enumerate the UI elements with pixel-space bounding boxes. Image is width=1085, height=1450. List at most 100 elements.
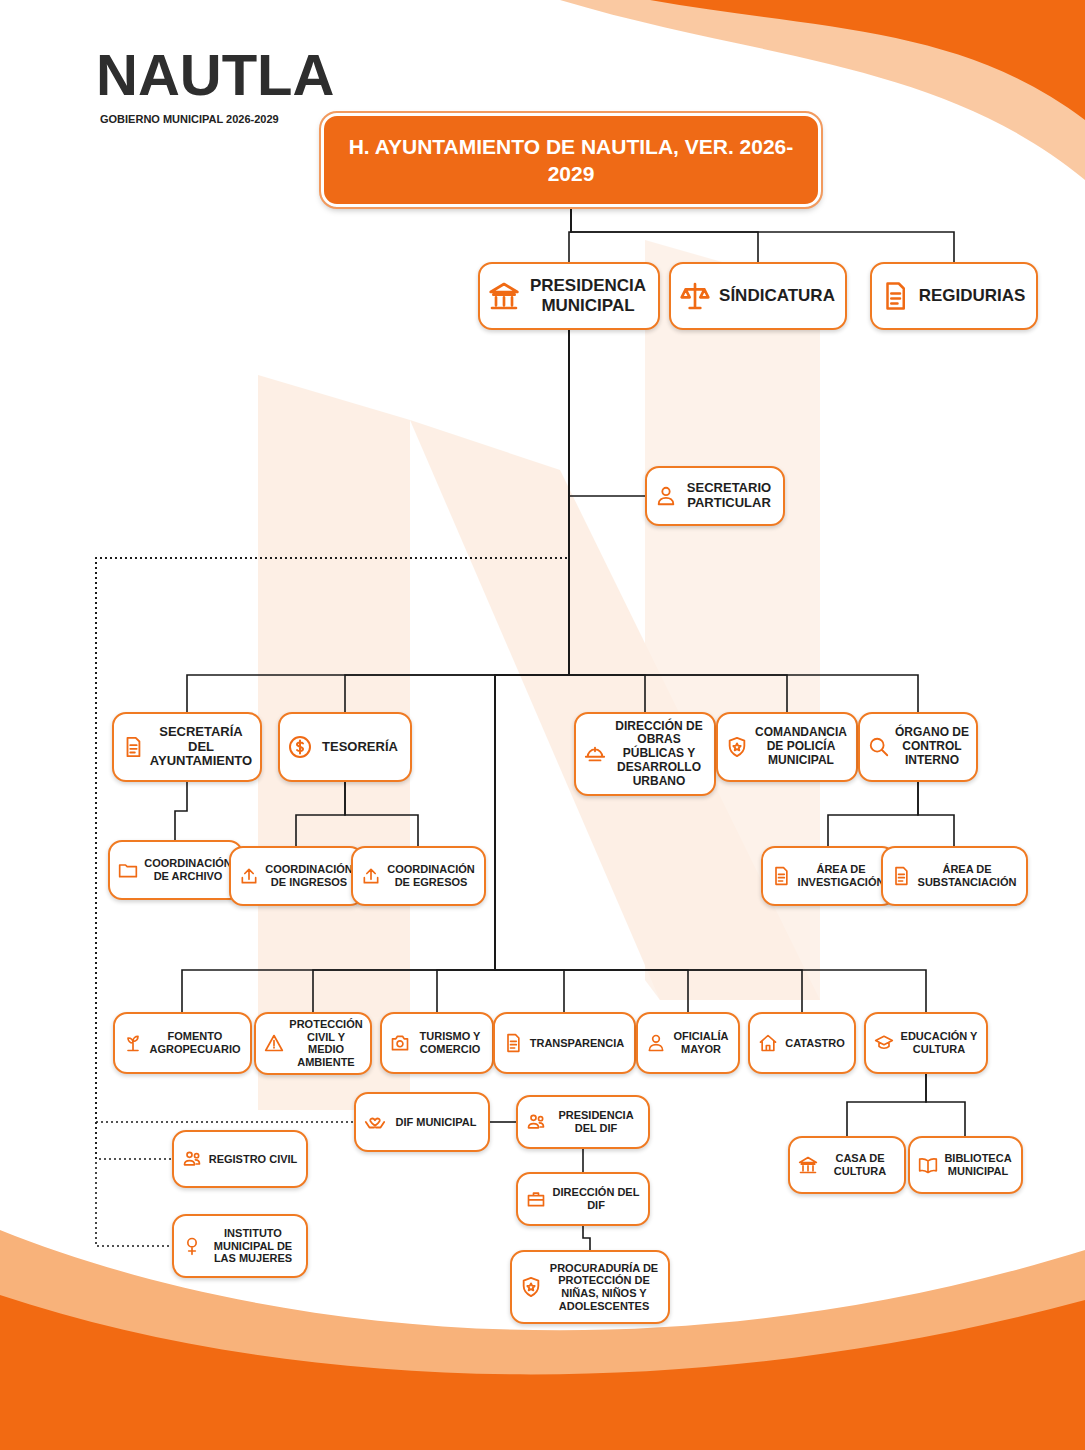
org-box: PROCURADURÍA DE PROTECCIÓN DE NIÑAS, NIÑ… — [510, 1250, 670, 1324]
org-box: COORDINACIÓN DE INGRESOS — [229, 846, 364, 906]
org-box: REGISTRO CIVIL — [172, 1130, 308, 1188]
bottom-wave-light — [0, 1230, 1085, 1450]
logo-wordmark: NAUTLA — [96, 46, 334, 104]
unit-name: COORDINACIÓN DE EGRESOS — [386, 863, 477, 888]
unit-icon — [584, 743, 606, 765]
unit-icon — [526, 1112, 546, 1132]
unit-name: PRESIDENCIA MUNICIPAL — [525, 276, 651, 315]
org-box: ÁREA DE INVESTIGACIÓN — [761, 846, 896, 906]
unit-icon — [503, 1033, 523, 1053]
connector — [571, 207, 954, 262]
unit-name: ÓRGANO DE CONTROL INTERNO — [895, 726, 969, 767]
unit-icon — [655, 485, 677, 507]
org-box: SECRETARÍA DEL AYUNTAMIENTO — [112, 712, 262, 782]
unit-icon — [520, 1276, 542, 1298]
unit-icon — [122, 736, 144, 758]
connector — [313, 330, 569, 1012]
org-box: ÁREA DE SUBSTANCIACIÓN — [881, 846, 1028, 906]
unit-name: DIRECCIÓN DEL DIF — [551, 1186, 641, 1211]
unit-name: TRANSPARENCIA — [528, 1037, 627, 1050]
connector — [175, 782, 187, 840]
connector — [582, 1149, 584, 1172]
connector — [182, 330, 569, 1012]
unit-name: INSTITUTO MUNICIPAL DE LAS MUJERES — [207, 1227, 299, 1265]
unit-name: OFICIALÍA MAYOR — [671, 1030, 731, 1055]
org-box: TURISMO Y COMERCIO — [380, 1012, 494, 1074]
unit-icon — [390, 1033, 410, 1053]
unit-icon — [239, 866, 259, 886]
unit-name: REGIDURIAS — [915, 286, 1029, 306]
connector — [490, 1121, 516, 1123]
connector — [569, 330, 787, 712]
org-box: COORDINACIÓN DE ARCHIVO — [108, 840, 243, 900]
unit-name: TESORERÍA — [317, 740, 403, 755]
connector — [345, 782, 418, 846]
unit-name: DIRECCIÓN DE OBRAS PÚBLICAS Y DESARROLLO… — [611, 720, 707, 789]
org-box: PROTECCIÓN CIVIL Y MEDIO AMBIENTE — [254, 1012, 372, 1075]
unit-name: REGISTRO CIVIL — [207, 1153, 299, 1166]
org-box: DIRECCIÓN DE OBRAS PÚBLICAS Y DESARROLLO… — [574, 712, 716, 796]
unit-name: BIBLIOTECA MUNICIPAL — [943, 1152, 1014, 1177]
connector — [296, 782, 345, 846]
connector — [495, 330, 802, 1012]
connector — [569, 330, 918, 712]
unit-name: H. AYUNTAMIENTO DE NAUTILA, VER. 2026-20… — [340, 133, 802, 188]
org-box: BIBLIOTECA MUNICIPAL — [908, 1136, 1023, 1194]
unit-name: COMANDANCIA DE POLICÍA MUNICIPAL — [753, 726, 849, 767]
unit-icon — [526, 1189, 546, 1209]
org-box: PRESIDENCIA MUNICIPAL — [478, 262, 660, 330]
org-box: PRESIDENCIA DEL DIF — [516, 1095, 650, 1149]
org-box: OFICIALÍA MAYOR — [636, 1012, 740, 1074]
dotted-connector — [96, 330, 569, 1122]
unit-icon — [361, 866, 381, 886]
connector — [828, 782, 918, 846]
dotted-connector — [96, 330, 569, 1246]
top-wave — [650, 0, 1085, 120]
unit-name: COORDINACIÓN DE ARCHIVO — [143, 857, 234, 882]
connector — [495, 330, 926, 1012]
org-box: REGIDURIAS — [870, 262, 1038, 330]
connector — [926, 1074, 965, 1136]
unit-name: PROTECCIÓN CIVIL Y MEDIO AMBIENTE — [289, 1018, 363, 1069]
org-box: SÍNDICATURA — [669, 262, 847, 330]
unit-name: SECRETARIO PARTICULAR — [682, 481, 776, 511]
org-box: CATASTRO — [748, 1012, 856, 1074]
unit-name: CATASTRO — [783, 1037, 847, 1050]
unit-icon — [679, 280, 711, 312]
org-box: TRANSPARENCIA — [493, 1012, 636, 1074]
unit-icon — [118, 860, 138, 880]
org-box: DIRECCIÓN DEL DIF — [516, 1172, 650, 1226]
connector — [918, 782, 954, 846]
connector — [583, 1226, 590, 1250]
org-box: ÓRGANO DE CONTROL INTERNO — [858, 712, 978, 782]
unit-icon — [364, 1111, 386, 1133]
org-box: TESORERÍA — [278, 712, 412, 782]
unit-name: CASA DE CULTURA — [823, 1152, 897, 1177]
unit-icon — [918, 1155, 938, 1175]
connector — [569, 330, 645, 712]
unit-name: ÁREA DE SUBSTANCIACIÓN — [916, 863, 1019, 888]
connector — [847, 1074, 926, 1136]
org-box: SECRETARIO PARTICULAR — [645, 466, 785, 526]
unit-icon — [758, 1033, 778, 1053]
unit-name: PROCURADURÍA DE PROTECCIÓN DE NIÑAS, NIÑ… — [547, 1262, 661, 1313]
unit-name: PRESIDENCIA DEL DIF — [551, 1109, 641, 1134]
org-box: CASA DE CULTURA — [788, 1136, 906, 1194]
unit-name: ÁREA DE INVESTIGACIÓN — [796, 863, 887, 888]
connector — [495, 330, 688, 1012]
unit-icon — [182, 1236, 202, 1256]
unit-icon — [726, 736, 748, 758]
unit-icon — [123, 1033, 143, 1053]
connector — [345, 330, 569, 712]
connector — [495, 330, 569, 1012]
unit-icon — [182, 1149, 202, 1169]
unit-icon — [488, 280, 520, 312]
unit-icon — [646, 1033, 666, 1053]
unit-icon — [771, 866, 791, 886]
connector — [187, 330, 569, 712]
org-box: FOMENTO AGROPECUARIO — [113, 1012, 252, 1074]
unit-name: COORDINACIÓN DE INGRESOS — [264, 863, 355, 888]
unit-name: SÍNDICATURA — [716, 286, 838, 306]
org-box: EDUCACIÓN Y CULTURA — [864, 1012, 988, 1074]
